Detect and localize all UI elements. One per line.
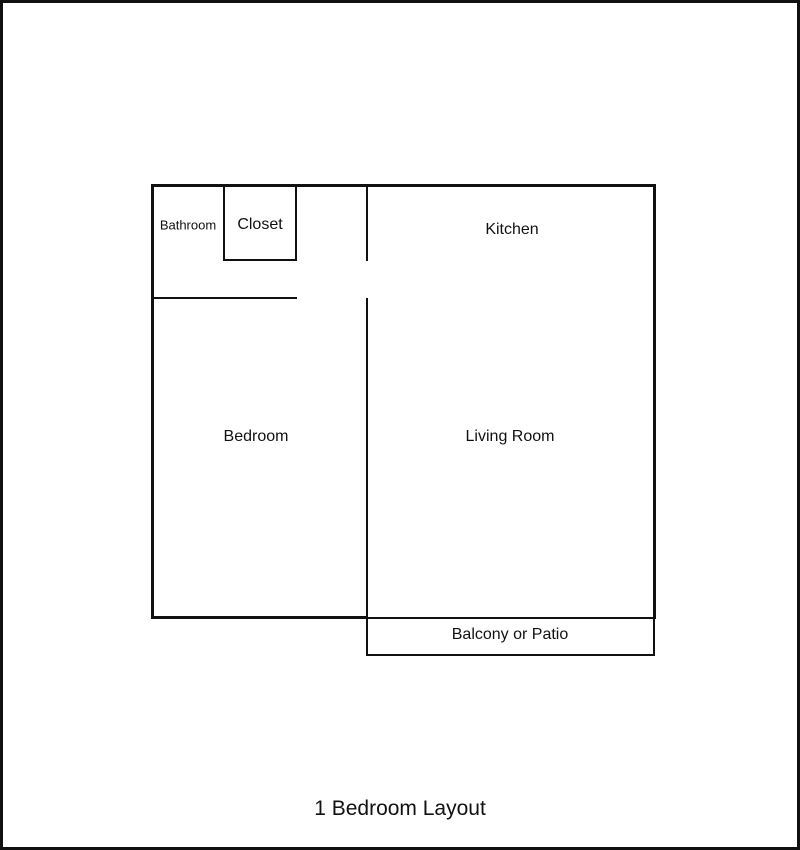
closet-left-wall [223,184,225,261]
diagram-title: 1 Bedroom Layout [314,797,486,820]
room-label-bedroom: Bedroom [223,428,289,445]
bathroom-bedroom-wall [151,297,297,299]
wall-bottom [151,616,368,619]
room-label-kitchen: Kitchen [485,221,539,238]
partition-wall-upper [366,184,368,261]
wall-right [653,184,656,619]
wall-bottom-living [367,617,656,619]
wall-left [151,184,154,619]
room-label-bathroom: Bathroom [159,217,217,233]
room-label-living-room: Living Room [465,428,555,445]
balcony-bottom-wall [366,654,655,656]
closet-right-wall [295,184,297,261]
partition-wall-lower [366,298,368,656]
closet-bottom-wall [223,259,297,261]
wall-top [151,184,656,187]
room-label-closet: Closet [237,216,283,233]
room-label-balcony: Balcony or Patio [451,626,569,643]
balcony-right-wall [653,617,655,656]
